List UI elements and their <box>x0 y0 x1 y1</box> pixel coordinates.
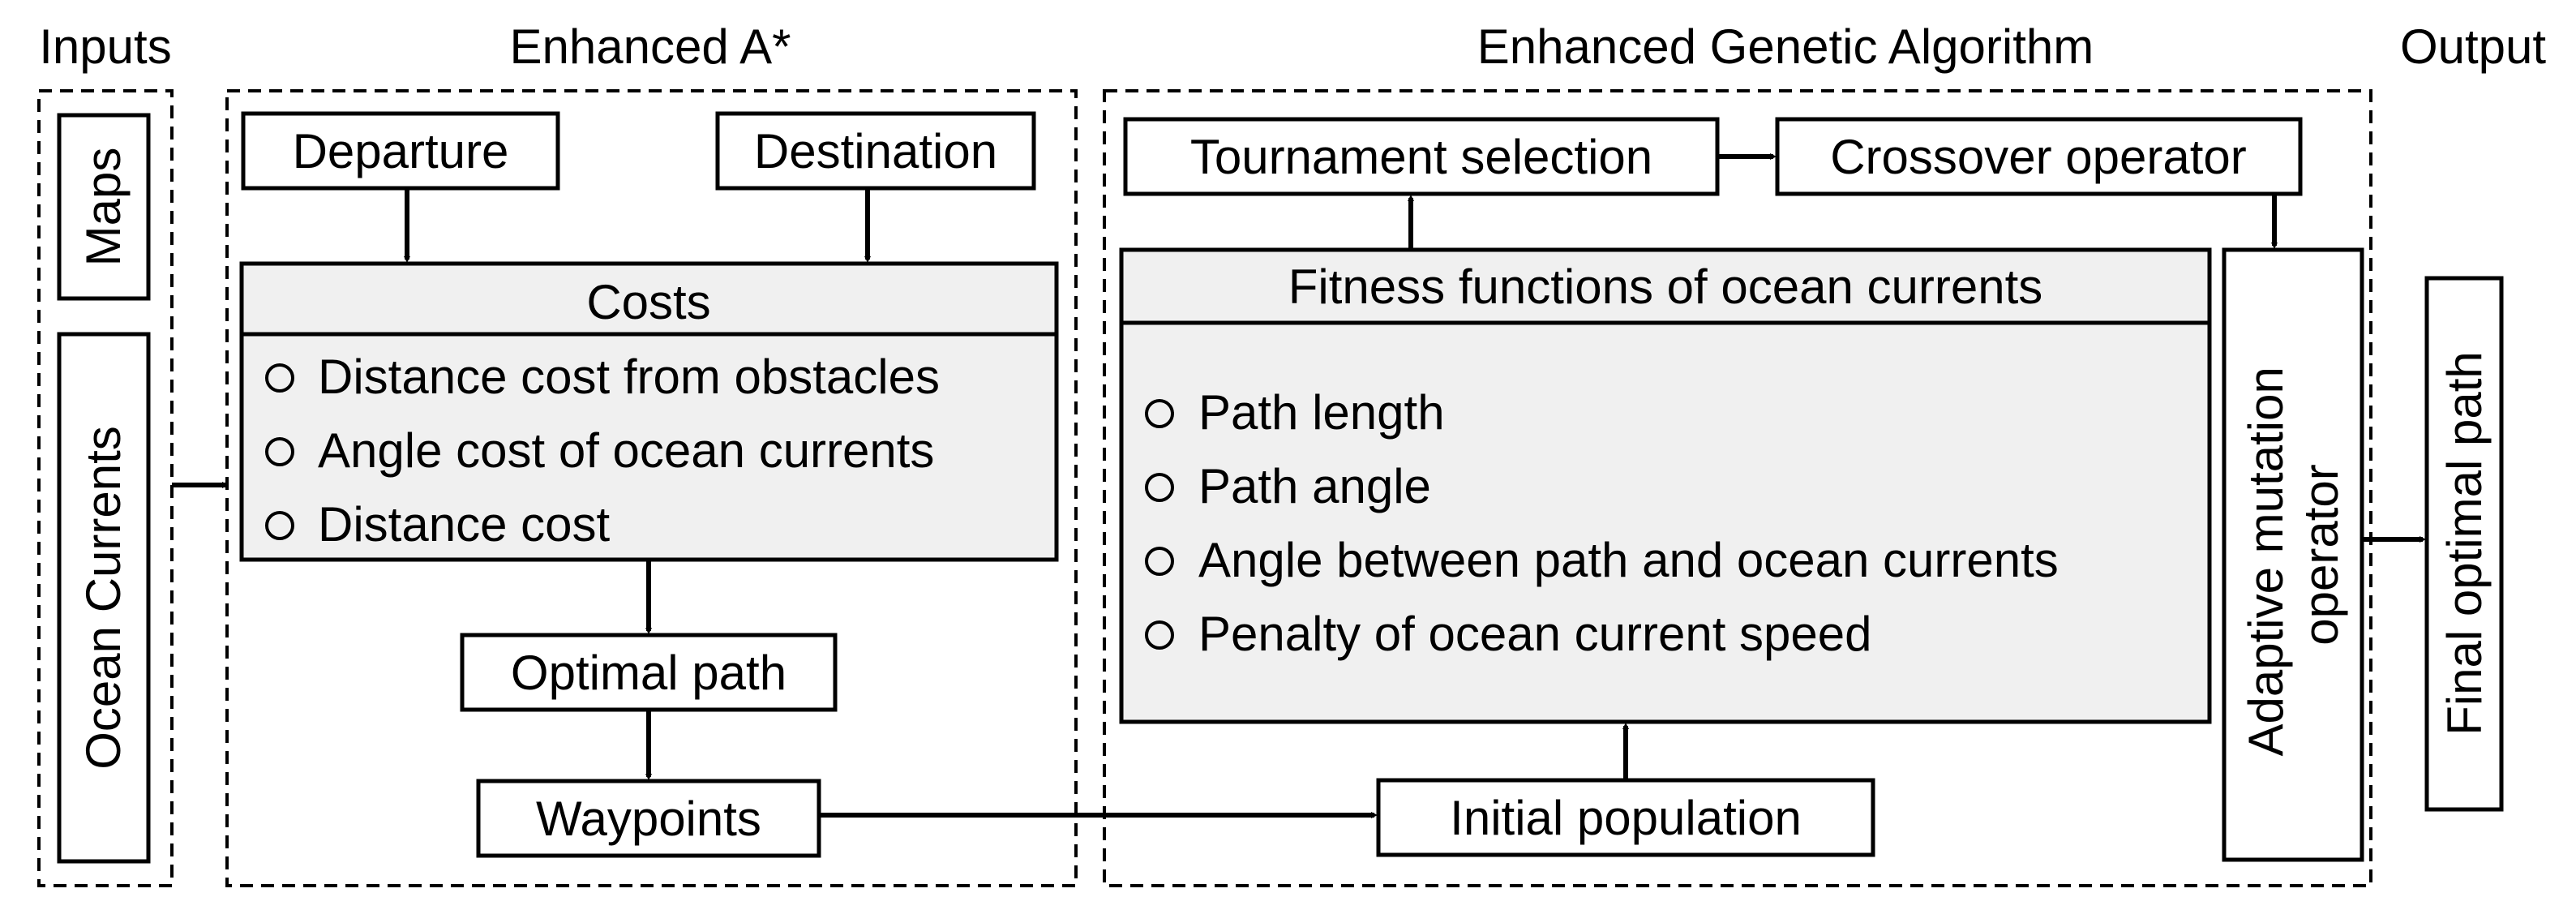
section-title-enhanced-ga: Enhanced Genetic Algorithm <box>1477 19 2094 74</box>
bullet-icon <box>1145 473 1174 502</box>
bullet-icon <box>1145 399 1174 428</box>
fitness-list: Path length Path angle Angle between pat… <box>1145 385 2059 661</box>
maps-box <box>57 113 151 301</box>
ocean-currents-box <box>57 332 151 864</box>
final-optimal-path-label: Final optimal path <box>2437 351 2492 736</box>
crossover-operator-label: Crossover operator <box>1830 130 2247 184</box>
destination-label: Destination <box>754 124 997 178</box>
costs-title: Costs <box>586 275 710 329</box>
maps-label: Maps <box>76 148 131 267</box>
inputs-group <box>37 89 174 887</box>
fitness-item: Angle between path and ocean currents <box>1198 533 2059 587</box>
fitness-item: Path length <box>1198 385 1445 440</box>
final-optimal-path-box <box>2424 276 2504 812</box>
initial-population-box <box>1376 778 1875 857</box>
costs-item: Angle cost of ocean currents <box>318 423 934 478</box>
section-title-output: Output <box>2400 19 2546 74</box>
enhanced-ga-group <box>1103 89 2372 887</box>
ocean-currents-label: Ocean Currents <box>76 426 131 770</box>
costs-list: Distance cost from obstacles Angle cost … <box>265 350 940 552</box>
bullet-icon <box>265 511 294 540</box>
departure-box <box>241 111 560 191</box>
adaptive-mutation-line2: operator <box>2294 464 2348 645</box>
enhanced-astar-group <box>225 89 1078 887</box>
waypoints-label: Waypoints <box>536 792 761 846</box>
adaptive-mutation-label: Adaptive mutation operator <box>2239 354 2348 757</box>
initial-population-label: Initial population <box>1450 791 1802 845</box>
bullet-icon <box>1145 547 1174 576</box>
optimal-path-box <box>460 633 838 712</box>
bullet-icon <box>265 363 294 393</box>
destination-box <box>715 111 1036 191</box>
section-title-enhanced-astar: Enhanced A* <box>510 19 791 74</box>
bullet-icon <box>265 437 294 466</box>
optimal-path-label: Optimal path <box>511 646 787 700</box>
departure-label: Departure <box>293 124 509 178</box>
fitness-item: Penalty of ocean current speed <box>1198 607 1872 661</box>
bullet-icon <box>1145 620 1174 650</box>
connectors <box>172 153 2426 818</box>
fitness-item: Path angle <box>1198 459 1431 513</box>
waypoints-box <box>476 779 821 858</box>
adaptive-mutation-box <box>2222 247 2364 862</box>
fitness-box <box>1119 247 2212 724</box>
costs-item: Distance cost from obstacles <box>318 350 940 404</box>
tournament-selection-box <box>1123 117 1720 196</box>
tournament-selection-label: Tournament selection <box>1190 130 1652 184</box>
fitness-title: Fitness functions of ocean currents <box>1288 260 2042 314</box>
adaptive-mutation-line1: Adaptive mutation <box>2239 367 2293 756</box>
section-title-inputs: Inputs <box>39 19 171 74</box>
crossover-operator-box <box>1775 117 2303 196</box>
costs-item: Distance cost <box>318 497 610 552</box>
